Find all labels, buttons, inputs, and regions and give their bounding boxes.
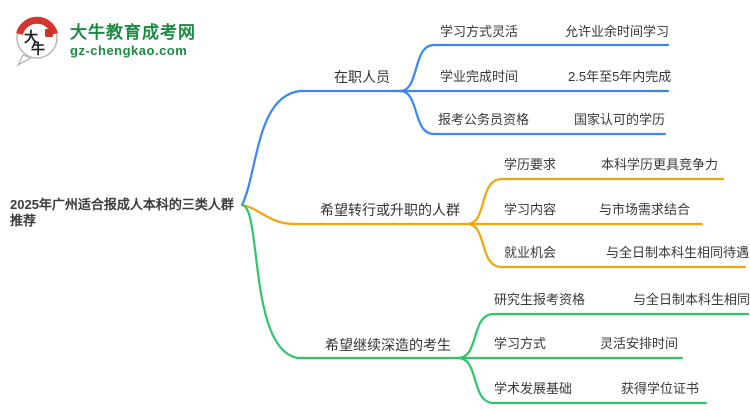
branch-3-trunk-line xyxy=(240,203,460,360)
branch-1-row-2-topic[interactable]: 学业完成时间 xyxy=(440,69,519,84)
branch-1-row-3-topic[interactable]: 报考公务员资格 xyxy=(438,112,530,127)
branch-2-row-3-line xyxy=(465,222,747,269)
branch-3-row-2-detail[interactable]: 灵活安排时间 xyxy=(600,336,679,351)
mindmap-root-title[interactable]: 2025年广州适合报成人本科的三类人群推荐 xyxy=(10,197,234,228)
logo-red-arc xyxy=(16,16,58,36)
branch-2-row-2-topic[interactable]: 学习内容 xyxy=(504,202,557,217)
branch-1-row-1-line xyxy=(398,43,670,93)
branch-3-row-1-topic[interactable]: 研究生报考资格 xyxy=(494,292,586,307)
branch-1-row-3-detail[interactable]: 国家认可的学历 xyxy=(574,112,666,127)
speech-bubble-tail xyxy=(16,54,33,67)
branch-2-label[interactable]: 希望转行或升职的人群 xyxy=(320,202,460,218)
branch-1-row-1-topic[interactable]: 学习方式灵活 xyxy=(440,24,519,39)
branch-1-row-3-line xyxy=(398,89,667,136)
branch-2-row-3-detail[interactable]: 与全日制本科生相同待遇 xyxy=(606,245,750,260)
branch-3-row-1-detail[interactable]: 与全日制本科生相同 xyxy=(633,292,750,307)
logo-red-seal xyxy=(45,29,53,37)
logo-char-top: 大 xyxy=(24,29,38,45)
branch-1-row-1-detail[interactable]: 允许业余时间学习 xyxy=(565,24,670,39)
branch-2-row-1-detail[interactable]: 本科学历更具竞争力 xyxy=(601,157,719,172)
branch-3-row-3-detail[interactable]: 获得学位证书 xyxy=(621,381,700,396)
branch-3-label[interactable]: 希望继续深造的考生 xyxy=(325,337,451,353)
logo-char-bottom: 牛 xyxy=(31,41,45,57)
branch-3-row-3-topic[interactable]: 学术发展基础 xyxy=(494,381,573,396)
branch-2-row-3-topic[interactable]: 就业机会 xyxy=(504,245,557,260)
site-domain: gz-chengkao.com xyxy=(70,43,188,59)
branch-1-label[interactable]: 在职人员 xyxy=(334,69,390,85)
site-logo[interactable]: 大 牛 大牛教育成考网 gz-chengkao.com xyxy=(12,14,196,68)
branch-3-row-2-topic[interactable]: 学习方式 xyxy=(494,336,547,351)
site-name: 大牛教育成考网 xyxy=(70,22,196,42)
daniu-logo-icon: 大 牛 xyxy=(16,16,58,67)
branch-3-row-3-line xyxy=(456,356,708,405)
branch-2-trunk-line xyxy=(240,203,469,226)
branch-1-row-2-detail[interactable]: 2.5年至5年内完成 xyxy=(568,69,672,84)
branch-2-row-1-line xyxy=(465,177,725,226)
branch-2-row-1-topic[interactable]: 学历要求 xyxy=(504,157,557,172)
branch-2-row-2-detail[interactable]: 与市场需求结合 xyxy=(599,202,691,217)
branch-1-trunk-line xyxy=(240,89,402,207)
branch-3-row-1-line xyxy=(456,312,750,360)
